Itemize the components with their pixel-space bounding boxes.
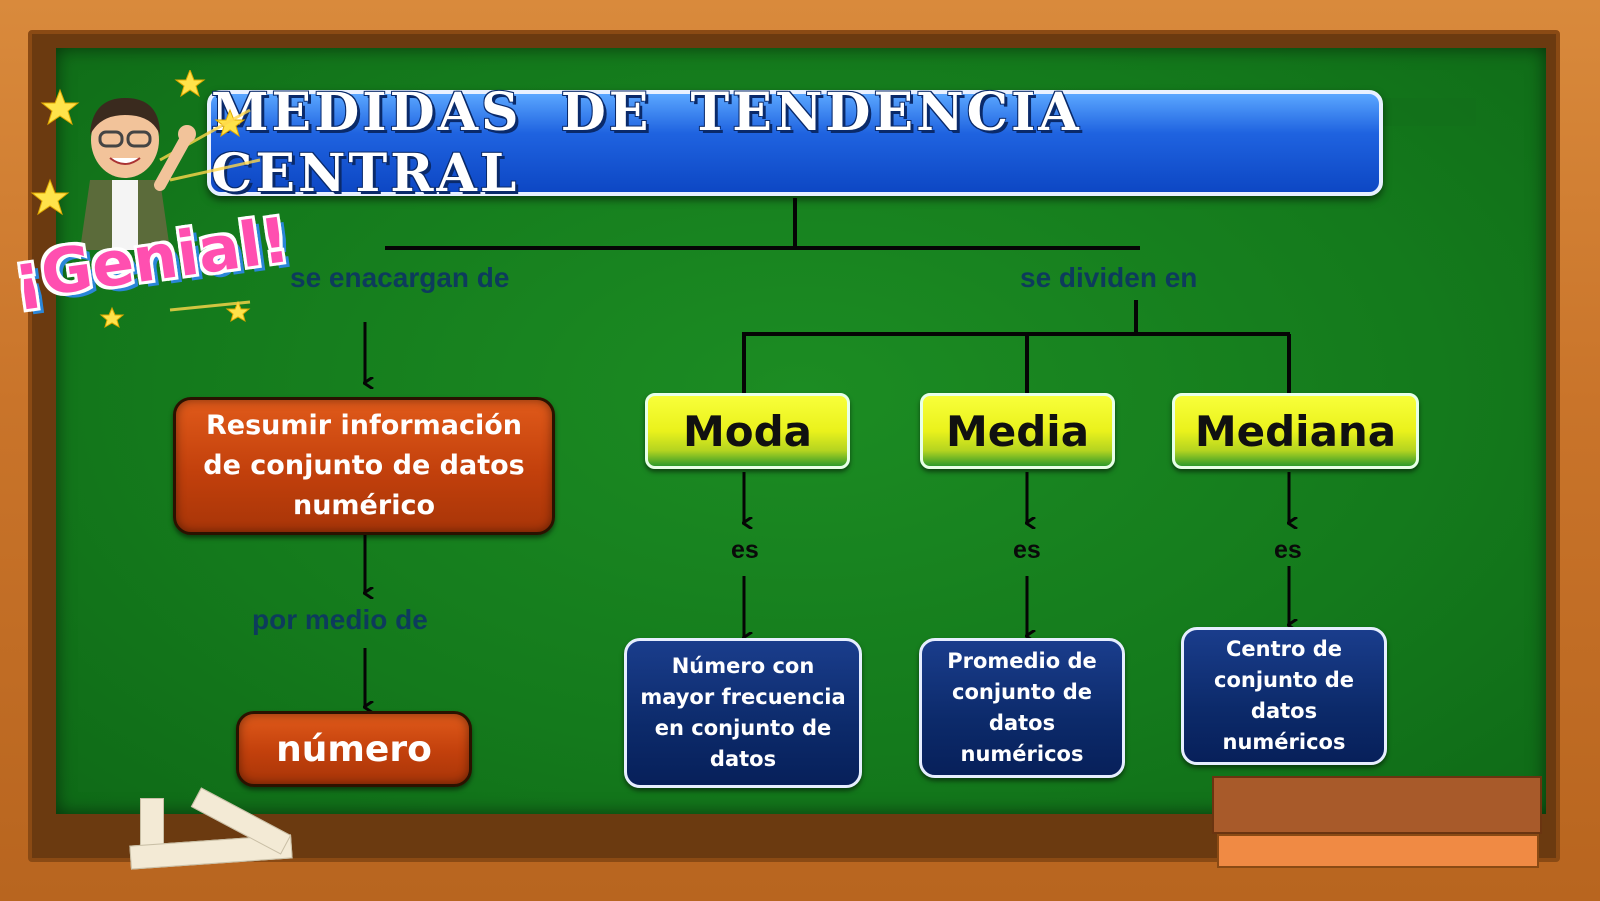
media-box: Media (920, 393, 1115, 469)
media-definition-box: Promedio de conjunto de datos numéricos (919, 638, 1125, 778)
page-title: MEDIDAS DE TENDENCIA CENTRAL (211, 82, 1082, 204)
moda-box: Moda (645, 393, 850, 469)
mediana-definition-box: Centro de conjunto de datos numéricos (1181, 627, 1387, 765)
number-box: número (236, 711, 472, 787)
title-box: MEDIDAS DE TENDENCIA CENTRAL (207, 82, 1383, 204)
link-label-right: se dividen en (1020, 262, 1198, 293)
purpose-text: Resumir información de conjunto de datos… (203, 410, 525, 521)
link-label-left: se enacargan de (290, 262, 510, 293)
mediana-definition: Centro de conjunto de datos numéricos (1214, 637, 1354, 754)
media-definition: Promedio de conjunto de datos numéricos (947, 649, 1097, 766)
moda-label: Moda (682, 406, 813, 456)
mediana-es-label: es (1274, 536, 1302, 564)
eraser-base (1217, 834, 1539, 868)
teacher-avatar-icon (30, 70, 261, 329)
mediana-box: Mediana (1172, 393, 1419, 469)
link-label-por-medio: por medio de (252, 604, 428, 635)
number-text: número (276, 728, 432, 770)
media-es-label: es (1013, 536, 1041, 564)
purpose-box: Resumir información de conjunto de datos… (173, 397, 555, 535)
mediana-label: Mediana (1194, 406, 1397, 456)
moda-definition-box: Número con mayor frecuencia en conjunto … (624, 638, 862, 788)
moda-es-label: es (731, 536, 759, 564)
eraser-icon (1212, 776, 1542, 834)
moda-definition: Número con mayor frecuencia en conjunto … (640, 654, 846, 771)
media-label: Media (945, 406, 1090, 456)
